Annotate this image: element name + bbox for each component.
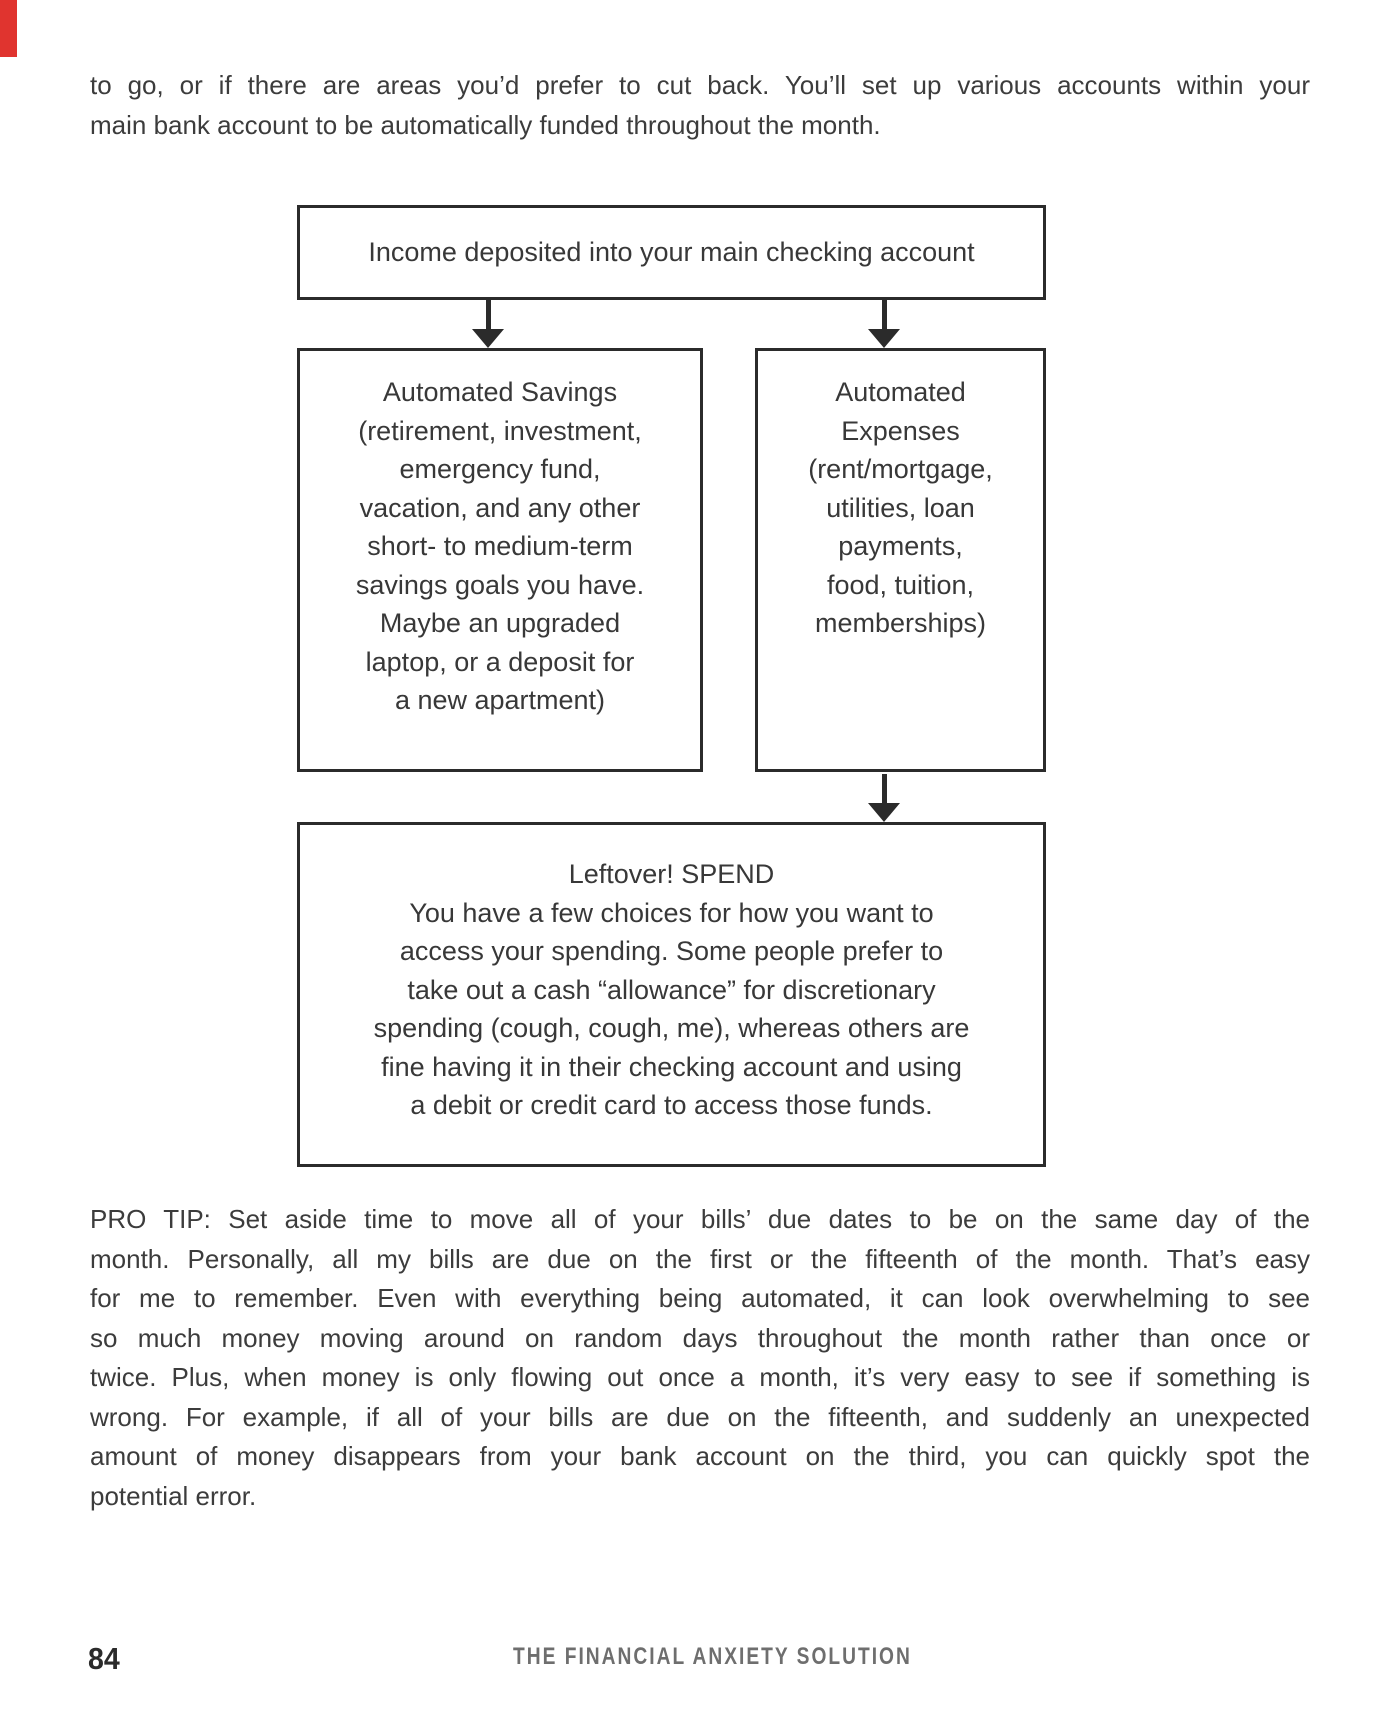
spend-box-line: Leftover! SPEND <box>568 859 775 889</box>
pro-tip-line: twice. Plus, when money is only flowing … <box>90 1362 1310 1392</box>
expenses-box-line: Expenses <box>841 415 960 446</box>
bookmark-marker <box>0 0 17 57</box>
income-box-label: Income deposited into your main checking… <box>368 237 975 268</box>
page-number: 84 <box>88 1641 120 1676</box>
arrow-down-right-stem <box>882 300 887 330</box>
pro-tip-line: for me to remember. Even with everything… <box>90 1283 1310 1313</box>
flowchart-expenses-box: Automated Expenses (rent/mortgage, utili… <box>755 348 1046 772</box>
pro-tip-line: month. Personally, all my bills are due … <box>90 1243 1310 1274</box>
arrow-down-right-head <box>868 329 900 348</box>
flowchart-spend-box: Leftover! SPEND You have a few choices f… <box>297 822 1046 1167</box>
expenses-box-line: (rent/mortgage, <box>808 454 993 484</box>
savings-box-line: short- to medium-term <box>367 531 633 561</box>
pro-tip-paragraph: PRO TIP: Set aside time to move all of y… <box>90 1200 1310 1516</box>
pro-tip-line: PRO TIP: Set aside time to move all of y… <box>90 1204 1310 1234</box>
flowchart-savings-box: Automated Savings (retirement, investmen… <box>297 348 703 772</box>
pro-tip-line: wrong. For example, if all of your bills… <box>90 1401 1310 1432</box>
spend-box-line: fine having it in their checking account… <box>381 1051 962 1082</box>
savings-box-line: a new apartment) <box>394 685 606 715</box>
spend-box-line: access your spending. Some people prefer… <box>399 936 944 966</box>
savings-box-line: laptop, or a deposit for <box>365 646 635 677</box>
savings-box-line: savings goals you have. <box>355 569 645 600</box>
spend-box-line: take out a cash “allowance” for discreti… <box>407 974 936 1005</box>
pro-tip-line: so much money moving around on random da… <box>90 1322 1310 1353</box>
savings-box-line: (retirement, investment, <box>358 415 642 446</box>
spend-box-line: spending (cough, cough, me), whereas oth… <box>373 1013 970 1043</box>
expenses-box-line: payments, <box>838 531 963 561</box>
spend-box-line: a debit or credit card to access those f… <box>410 1090 933 1120</box>
savings-box-line: emergency fund, <box>399 454 601 484</box>
pro-tip-line: potential error. <box>90 1480 257 1511</box>
intro-line: to go, or if there are areas you’d prefe… <box>90 70 1310 100</box>
expenses-box-line: food, tuition, <box>826 569 975 600</box>
savings-box-line: vacation, and any other <box>359 492 641 523</box>
expenses-box-line: Automated <box>835 377 966 407</box>
spend-box-line: You have a few choices for how you want … <box>409 897 934 928</box>
intro-paragraph: to go, or if there are areas you’d prefe… <box>90 66 1310 145</box>
pro-tip-line: amount of money disappears from your ban… <box>90 1441 1310 1471</box>
arrow-down-spend-head <box>868 803 900 822</box>
savings-box-line: Maybe an upgraded <box>379 608 621 638</box>
arrow-down-spend-stem <box>882 774 887 804</box>
expenses-box-line: memberships) <box>814 608 987 638</box>
flowchart-income-box: Income deposited into your main checking… <box>297 205 1046 300</box>
arrow-down-left-stem <box>486 300 491 330</box>
expenses-box-line: utilities, loan <box>826 492 975 523</box>
intro-line: main bank account to be automatically fu… <box>90 109 881 140</box>
running-title: THE FINANCIAL ANXIETY SOLUTION <box>513 1643 912 1670</box>
arrow-down-left-head <box>472 329 504 348</box>
savings-box-line: Automated Savings <box>382 377 618 407</box>
